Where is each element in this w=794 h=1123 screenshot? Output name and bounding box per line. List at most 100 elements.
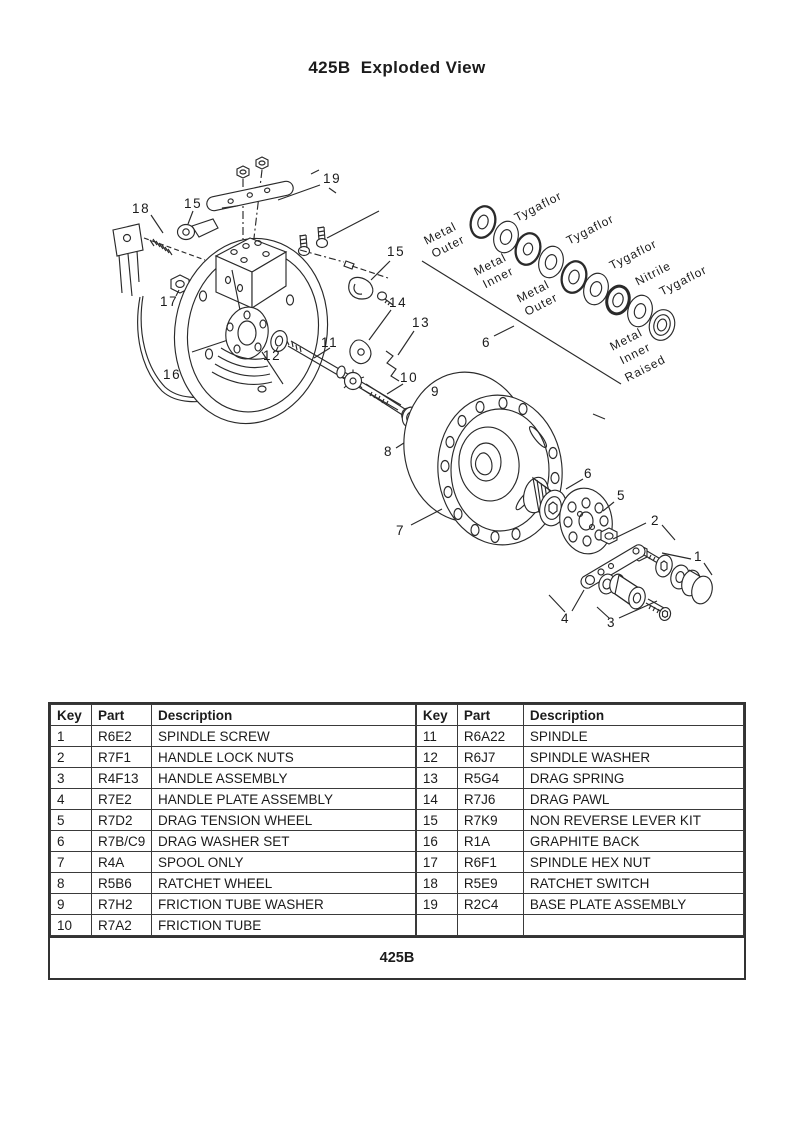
cell-part: R7J6	[456, 788, 524, 810]
cell-part	[456, 914, 524, 936]
cell-key: 14	[415, 788, 458, 810]
cell-part: R6F1	[456, 851, 524, 873]
cell-part: R5G4	[456, 767, 524, 789]
cell-description: HANDLE PLATE ASSEMBLY	[151, 788, 416, 810]
table-header-row: Key Part Description	[50, 704, 416, 726]
callout-1: 1	[694, 549, 703, 564]
cell-part: R5B6	[91, 872, 152, 894]
callout-6-washers: 6	[482, 335, 491, 350]
table-header-row: Key Part Description	[415, 704, 745, 726]
exploded-view-diagram: Metal Outer Tygaflor Metal Inner Tygaflo…	[112, 156, 713, 630]
callout-14: 14	[389, 295, 407, 310]
cell-key: 9	[50, 893, 92, 915]
drag-pawl-drawing	[349, 309, 392, 365]
callout-12: 12	[263, 348, 281, 363]
graphite-back-drawing	[173, 237, 345, 425]
handle-assembly-drawing	[596, 573, 672, 622]
cell-part: R6J7	[456, 746, 524, 768]
base-plate-assembly-drawing	[206, 156, 380, 257]
cell-part: R6E2	[91, 725, 152, 747]
callout-11: 11	[321, 335, 338, 350]
column-header-part: Part	[91, 704, 152, 726]
spindle-screw-drawing	[655, 552, 713, 605]
callout-19: 19	[323, 171, 341, 186]
cell-part: R1A	[456, 830, 524, 852]
cell-part: R4F13	[91, 767, 152, 789]
cell-part: R6A22	[456, 725, 524, 747]
callout-9: 9	[431, 384, 440, 399]
cell-key: 17	[415, 851, 458, 873]
callout-13: 13	[412, 315, 430, 330]
drag-spring-drawing	[385, 330, 415, 382]
cell-description: HANDLE ASSEMBLY	[151, 767, 416, 789]
cell-part: R7H2	[91, 893, 152, 915]
cell-key: 13	[415, 767, 458, 789]
callout-2: 2	[651, 513, 660, 528]
cell-key	[415, 914, 458, 936]
spindle-washer-drawing	[270, 330, 288, 352]
cell-key: 16	[415, 830, 458, 852]
cell-description: DRAG PAWL	[522, 788, 745, 810]
table-row	[415, 914, 745, 936]
ratchet-switch-drawing	[112, 214, 206, 297]
callout-7: 7	[396, 523, 405, 538]
cell-description: DRAG WASHER SET	[151, 830, 416, 852]
cell-key: 6	[50, 830, 92, 852]
column-header-key: Key	[50, 704, 92, 726]
callout-8: 8	[384, 444, 393, 459]
cell-key: 2	[50, 746, 92, 768]
cell-part: R7B/C9	[91, 830, 152, 852]
column-header-description: Description	[522, 704, 745, 726]
label-tygaflor-1: Tygaflor	[512, 189, 564, 225]
table-footer-model: 425B	[50, 936, 744, 978]
spindle-hex-nut-drawing	[170, 274, 190, 297]
cell-key: 7	[50, 851, 92, 873]
cell-description: RATCHET WHEEL	[151, 872, 416, 894]
cell-description: SPINDLE	[522, 725, 745, 747]
cell-part: R7K9	[456, 809, 524, 831]
cell-part: R2C4	[456, 893, 524, 915]
cell-description: SPOOL ONLY	[151, 851, 416, 873]
cell-description: NON REVERSE LEVER KIT	[522, 809, 745, 831]
spool-drawing	[403, 371, 563, 546]
spindle-drawing	[286, 340, 402, 411]
callout-16: 16	[163, 367, 181, 382]
cell-description: DRAG TENSION WHEEL	[151, 809, 416, 831]
cell-description: FRICTION TUBE	[151, 914, 416, 936]
column-header-description: Description	[151, 704, 416, 726]
callout-17: 17	[160, 294, 178, 309]
lever-kit-right-drawing	[343, 260, 394, 306]
page-title: 425B Exploded View	[308, 58, 486, 77]
cell-description	[522, 914, 745, 936]
cell-part: R7D2	[91, 809, 152, 831]
callout-18: 18	[132, 201, 150, 216]
column-header-part: Part	[456, 704, 524, 726]
cell-description: SPINDLE HEX NUT	[522, 851, 745, 873]
cell-description: BASE PLATE ASSEMBLY	[522, 893, 745, 915]
cell-key: 11	[415, 725, 458, 747]
cell-key: 18	[415, 872, 458, 894]
cell-part: R7F1	[91, 746, 152, 768]
cell-key: 10	[50, 914, 92, 936]
cell-description: SPINDLE SCREW	[151, 725, 416, 747]
cell-key: 3	[50, 767, 92, 789]
drag-washer-set-drawing	[421, 205, 676, 420]
column-header-key: Key	[415, 704, 458, 726]
callout-4: 4	[561, 611, 570, 626]
cell-description: GRAPHITE BACK	[522, 830, 745, 852]
